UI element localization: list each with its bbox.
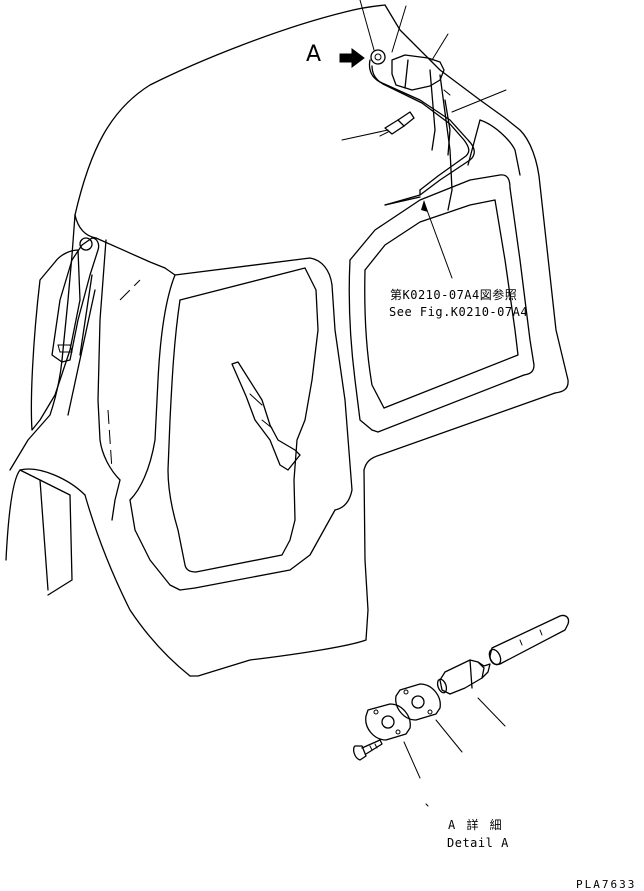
detail-title-en: Detail A (447, 836, 509, 850)
reference-note-jp: 第K0210-07A4図参照 (390, 288, 518, 302)
cab-shell (5, 4, 569, 677)
side-window-frame (348, 119, 535, 433)
nozzle-bracket (370, 49, 453, 211)
detail-title-jp: A 詳 細 (448, 818, 504, 832)
drawing-code: PLA7633 (576, 878, 637, 891)
leader-lines (341, 0, 507, 279)
washer-hose (368, 59, 475, 206)
detail-a-parts (353, 614, 570, 807)
left-wiper (51, 237, 100, 416)
roof-bolt (379, 111, 415, 137)
view-arrow (339, 48, 365, 68)
front-window-frame (107, 257, 353, 591)
view-marker-label: A (306, 42, 322, 67)
reference-note-en: See Fig.K0210-07A4 (389, 305, 529, 319)
front-wiper (231, 361, 301, 471)
